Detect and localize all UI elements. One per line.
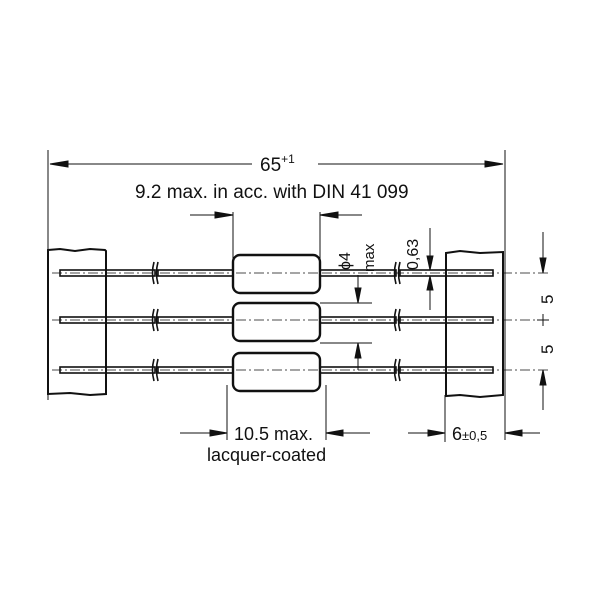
body-length-label: 10.5 max. [234, 424, 313, 444]
body-length-dimension [180, 429, 370, 437]
component-body-3 [231, 351, 322, 393]
overall-length-label: 65+1 [260, 152, 295, 176]
tape-width-dimension [408, 429, 540, 437]
tape-width-label: 6±0,5 [452, 424, 487, 444]
body-diameter-label: ϕ4 [337, 252, 354, 270]
overall-length-dimension [49, 160, 504, 168]
body-arrows-top [190, 211, 362, 219]
carrier-tape-right [445, 249, 504, 399]
body-coating-label: lacquer-coated [207, 445, 326, 465]
body-diameter-max-label: max [361, 243, 378, 272]
lead-diameter-label: 0,63 [405, 239, 422, 270]
pitch-label-1: 5 [538, 295, 557, 304]
component-body-1 [231, 253, 322, 295]
body-diameter-note: 9.2 max. in acc. with DIN 41 099 [135, 182, 409, 203]
component-body-2 [231, 301, 322, 343]
body-diameter-dimension [320, 275, 372, 370]
lead-diameter-dimension [426, 228, 434, 310]
pitch-dimension [537, 232, 549, 410]
carrier-tape-left [47, 247, 107, 397]
pitch-label-2: 5 [538, 345, 557, 354]
